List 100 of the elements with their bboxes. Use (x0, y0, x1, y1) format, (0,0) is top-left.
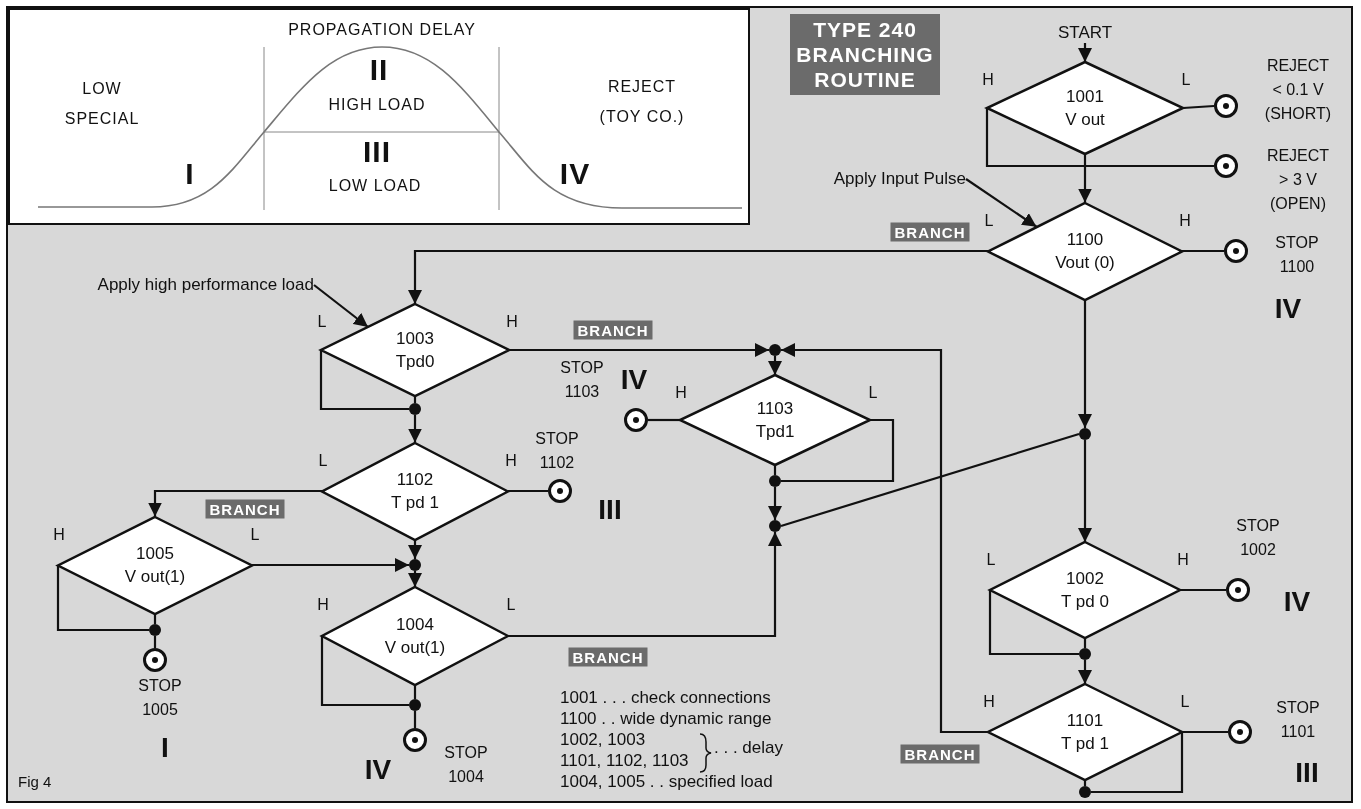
connector-line (1091, 732, 1184, 794)
arrow (768, 487, 782, 520)
arrow (1078, 440, 1092, 542)
arrow (965, 178, 1038, 228)
terminal-label: STOP 1102 (534, 429, 580, 473)
decision-text: V out (1065, 109, 1105, 131)
decision-text: Tpd0 (395, 351, 435, 373)
roman-numeral: IV (1283, 586, 1311, 618)
branch-letter: H (982, 71, 994, 89)
terminal-label: REJECT < 0.1 V (SHORT) (1263, 56, 1333, 124)
decision-text: 1001 (1066, 86, 1104, 108)
terminal-label: REJECT > 3 V (OPEN) (1265, 146, 1331, 214)
inset-panel (8, 8, 750, 225)
arrow (408, 249, 988, 304)
terminal-label: STOP 1004 (443, 743, 489, 787)
connector-line (1180, 588, 1226, 592)
arrow (1078, 660, 1092, 684)
connector-line (648, 418, 680, 422)
region-label: HIGH LOAD (328, 96, 426, 114)
decision-text: 1005 (136, 543, 174, 565)
branch-letter: H (675, 384, 687, 402)
roman-numeral: II (369, 53, 389, 87)
roman-numeral: IV (364, 754, 392, 786)
roman-numeral: I (161, 732, 169, 764)
arrow (313, 284, 369, 328)
branch-letter: L (318, 451, 328, 470)
branch-letter: H (983, 693, 995, 711)
roman-numeral: IV (620, 364, 648, 396)
connector-line (153, 636, 157, 648)
annotation-text: Apply high performance load (38, 274, 314, 296)
region-label: REJECT (TOY CO.) (598, 77, 686, 127)
connector-line (1182, 249, 1224, 253)
branch-letter: L (1181, 71, 1191, 89)
connector-line (781, 418, 895, 483)
figure-label: Fig 4 (18, 772, 52, 792)
arrow (252, 558, 409, 572)
decision-text: 1002 (1066, 568, 1104, 590)
decision-text: 1101 (1066, 710, 1104, 732)
annotation-text: Apply Input Pulse (794, 168, 966, 190)
branch-letter: L (984, 211, 994, 230)
start-label: START (1050, 23, 1120, 43)
decision-text: T pd 0 (1061, 591, 1109, 613)
note-text: 1100 . . wide dynamic range (560, 709, 772, 729)
connector-line (413, 711, 417, 728)
arrow (1078, 154, 1092, 203)
roman-numeral: I (185, 157, 195, 191)
branch-letter: H (505, 451, 517, 470)
branch-letter: H (1179, 211, 1191, 230)
arrow (408, 415, 422, 443)
edge-label: BRANCH (900, 744, 980, 764)
terminal-label: STOP 1101 (1275, 698, 1321, 742)
decision-text: 1102 (396, 469, 434, 491)
connector-line (1182, 730, 1228, 734)
connector-line (320, 636, 409, 707)
decision-text: 1004 (396, 614, 434, 636)
terminal-label: STOP 1100 (1274, 233, 1320, 277)
branch-letter: H (506, 313, 518, 331)
connector-line (1182, 104, 1215, 110)
connector-line (988, 590, 1079, 656)
branch-letter: L (250, 525, 260, 544)
connector-line (780, 432, 1080, 528)
edge-label: BRANCH (568, 647, 648, 667)
branch-letter: L (317, 313, 327, 331)
branch-letter: L (1180, 693, 1190, 711)
note-text: 1004, 1005 . . specified load (560, 772, 773, 792)
arrow (509, 343, 769, 357)
connector-line (56, 565, 149, 632)
decision-text: 1100 (1066, 229, 1104, 251)
connector-line (319, 350, 409, 411)
region-label: LOW SPECIAL (63, 79, 141, 129)
decision-text: T pd 1 (1061, 733, 1109, 755)
arrow (148, 489, 322, 517)
note-text: 1002, 1003 (560, 730, 646, 750)
connector-line (985, 108, 1214, 168)
decision-text: 1003 (396, 328, 434, 350)
decision-text: V out(1) (124, 566, 186, 588)
edge-label: BRANCH (890, 222, 970, 242)
decision-text: Vout (0) (1055, 252, 1115, 274)
branch-letter: H (317, 596, 329, 614)
edge-label: BRANCH (573, 320, 653, 340)
arrow (768, 356, 782, 375)
terminal-label: STOP 1002 (1235, 516, 1281, 560)
note-text: 1001 . . . check connections (560, 688, 771, 708)
arrow (1078, 43, 1092, 62)
roman-numeral: IV (1274, 293, 1302, 325)
decision-text: V out(1) (384, 637, 446, 659)
terminal-label: STOP 1103 (559, 358, 605, 402)
arrow (1078, 299, 1092, 428)
roman-numeral: III (598, 494, 622, 526)
terminal-label: STOP 1005 (137, 676, 183, 720)
arrow (408, 539, 422, 559)
note-text: 1101, 1102, 1103 (560, 751, 689, 771)
branch-letter: H (1177, 551, 1189, 569)
decision-text: T pd 1 (391, 492, 439, 514)
branch-letter: H (53, 525, 65, 544)
branch-letter: L (868, 384, 878, 402)
branch-letter: L (986, 551, 996, 569)
roman-numeral: III (1295, 757, 1319, 789)
arrow (781, 343, 988, 734)
roman-numeral: IV (559, 157, 591, 191)
